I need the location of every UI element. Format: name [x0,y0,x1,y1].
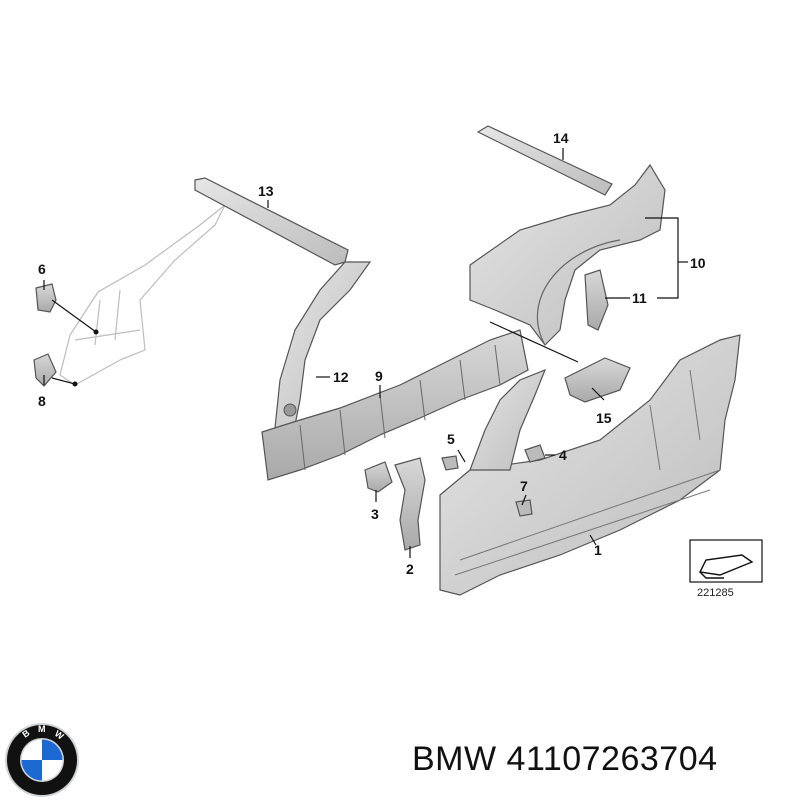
part-14-rear-rail [476,125,613,196]
part-number-caption: BMW 41107263704 [412,740,718,778]
part-5-clip [441,455,459,471]
svg-text:B: B [20,727,31,739]
ghost-a-pillar-outline [59,204,226,386]
part-12-a-pillar [274,261,372,429]
part-7-clip [515,499,533,517]
part-4-clip [524,444,546,463]
part-10-arch [536,239,621,346]
callout-4: 4 [559,447,567,463]
callout-6: 6 [38,261,46,277]
callout-13: 13 [258,183,274,199]
part-12-hole [283,403,297,417]
part-1-b-pillar [469,368,547,471]
callout-3: 3 [371,506,379,522]
callout-1: 1 [594,542,602,558]
part-6-bracket [35,283,57,313]
part-2-reinforcement [394,457,426,551]
part-10-wheelhouse [469,163,666,346]
callout-2: 2 [406,561,414,577]
callout-9: 9 [375,368,383,384]
reference-inset: 221285 [689,539,763,599]
callout-5: 5 [447,431,455,447]
callout-10: 10 [690,255,706,271]
part-1-side-frame [439,334,741,596]
reference-arrow-icon [698,554,754,576]
part-8-bracket [33,353,57,387]
leader-lines [43,148,688,558]
callout-7: 7 [520,478,528,494]
part-3-reinforcement [364,461,393,493]
bmw-logo: B M W [5,723,79,797]
part-9-ribs [299,344,501,471]
part-1-ribs [454,369,721,576]
part-11-bracket [584,269,609,331]
callout-15: 15 [596,410,612,426]
callout-11: 11 [632,290,647,306]
part-9-rocker-inner [261,329,529,481]
reference-number: 221285 [697,587,734,599]
part-15-plate [564,357,631,403]
callout-8: 8 [38,393,46,409]
callout-12: 12 [333,369,349,385]
callout-14: 14 [553,130,569,146]
callout-numbers: 1 2 3 4 5 6 7 8 9 10 11 12 13 14 15 [38,130,706,577]
svg-text:M: M [38,724,46,734]
